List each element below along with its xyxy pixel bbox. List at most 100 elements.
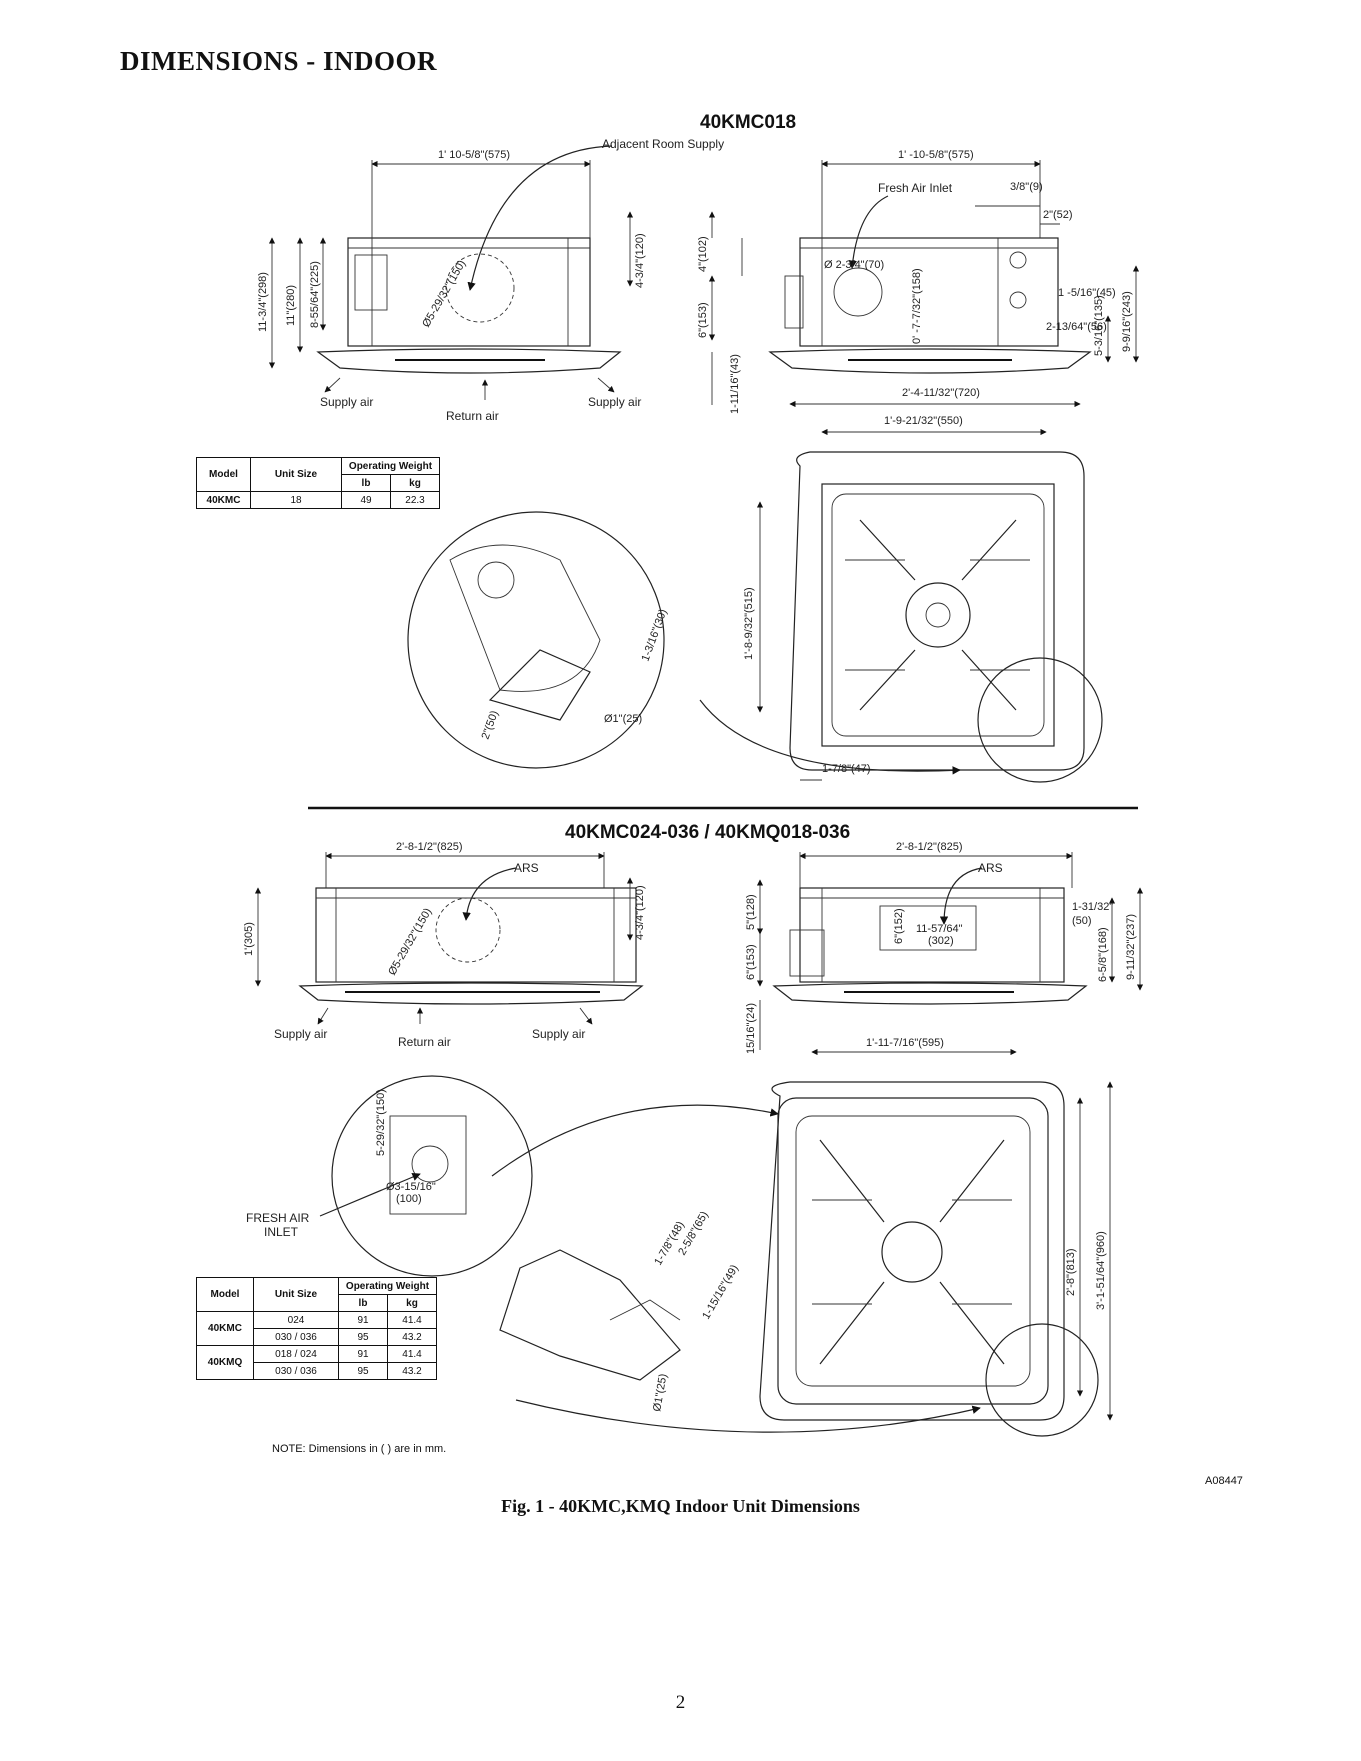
dim-height-280: 11"(280) [285, 285, 297, 326]
dim-width-825-side: 2'-8-1/2"(825) [896, 841, 963, 853]
dim-duct-diameter-024: Ø5-29/32"(150) [386, 906, 434, 977]
cell-model-40kmq: 40KMQ [196, 1345, 254, 1380]
dim-1-15-16: 1-15/16"(49) [700, 1263, 741, 1322]
plan-view-018 [407, 400, 1103, 783]
dim-5-in-128: 5"(128) [745, 894, 757, 930]
weight-table-018: Model Unit Size Operating Weight lb kg 4… [196, 457, 440, 509]
cell-lb: 95 [338, 1362, 388, 1380]
cell-model: 40KMC [196, 491, 251, 509]
cell-kg: 43.2 [387, 1328, 437, 1346]
cell-unit-size: 024 [253, 1311, 339, 1329]
section-title-40kmc024-036: 40KMC024-036 / 40KMQ018-036 [565, 822, 851, 843]
dim-11-57-64: 11-57/64" [916, 923, 963, 935]
dim-1-3-16: 1-3/16"(30) [640, 608, 670, 663]
dim-width-550: 1'-9-21/32"(550) [884, 415, 963, 427]
cell-kg: 41.4 [387, 1311, 437, 1329]
dim-50-mm: (50) [1072, 915, 1092, 927]
table-row: 40KMC 024 91 41.4 [196, 1311, 437, 1346]
section-title-40kmc018: 40KMC018 [700, 112, 797, 133]
dim-fresh-100-mm: (100) [396, 1193, 422, 1205]
th-kg: kg [387, 1294, 437, 1312]
dim-height-120: 4-3/4"(120) [634, 233, 646, 288]
label-return-air-024: Return air [398, 1035, 451, 1049]
dim-height-305: 1'(305) [243, 922, 255, 956]
th-operating-weight: Operating Weight [338, 1277, 437, 1295]
label-supply-air-right-024: Supply air [532, 1027, 585, 1041]
dimensions-note: NOTE: Dimensions in ( ) are in mm. [272, 1443, 447, 1455]
dim-6-in-152: 6"(152) [893, 908, 905, 944]
page-number: 2 [675, 1692, 686, 1713]
dim-width-595: 1'-11-7/16"(595) [866, 1037, 944, 1049]
dim-height-813: 2'-8"(813) [1065, 1248, 1077, 1296]
dimension-drawing: 1' 10-5/8"(575) Adjacent Room Supply 11-… [243, 137, 1144, 1437]
dim-width-018: 1' 10-5/8"(575) [438, 149, 510, 161]
label-supply-air-left-024: Supply air [274, 1027, 327, 1041]
page-title: DIMENSIONS - INDOOR [120, 46, 438, 76]
dim-6-in-153-side: 6"(153) [745, 944, 757, 980]
figure-caption: Fig. 1 - 40KMC,KMQ Indoor Unit Dimension… [501, 1496, 860, 1516]
dim-height-515: 1'-8-9/32"(515) [743, 587, 755, 660]
dim-302-mm: (302) [928, 935, 954, 947]
side-view-024-036 [756, 852, 1144, 1050]
cell-unit-size: 030 / 036 [253, 1362, 339, 1380]
dim-height-960: 3'-1-51/64"(960) [1095, 1231, 1107, 1310]
dim-6-5-8: 6-5/8"(168) [1097, 927, 1109, 982]
table-row: 030 / 036 95 43.2 [197, 1362, 437, 1380]
dim-width-720: 2'-4-11/32"(720) [902, 387, 980, 399]
table-row: 40KMC 18 49 22.3 [196, 491, 440, 509]
cell-lb: 91 [338, 1345, 388, 1363]
dim-2-13-64: 2-13/64"(56) [1046, 321, 1107, 333]
cell-lb: 95 [338, 1328, 388, 1346]
cell-kg: 41.4 [387, 1345, 437, 1363]
dim-1-31-32: 1-31/32" [1072, 901, 1113, 913]
label-ars-side: ARS [978, 861, 1003, 875]
front-view-024-036 [254, 852, 644, 1025]
dim-2-in-50: 2"(50) [480, 709, 501, 741]
cell-model-40kmc: 40KMC [196, 1311, 254, 1346]
plan-view-024-036 [319, 1048, 1114, 1437]
dim-6-in-153: 6"(153) [697, 302, 709, 338]
th-model: Model [196, 457, 251, 492]
label-return-air-018: Return air [446, 409, 499, 423]
th-operating-weight: Operating Weight [341, 457, 440, 475]
dim-fresh-150: 5-29/32"(150) [375, 1089, 387, 1156]
dim-height-298: 11-3/4"(298) [257, 272, 269, 332]
dim-diameter-25-024: Ø1"(25) [651, 1373, 669, 1413]
dim-fresh-diameter: Ø3-15/16" [386, 1181, 436, 1193]
cell-kg: 22.3 [390, 491, 440, 509]
dim-width-825-front: 2'-8-1/2"(825) [396, 841, 463, 853]
dim-diameter-70: Ø 2-3/4"(70) [824, 259, 884, 271]
dim-width-side-018: 1' -10-5/8"(575) [898, 149, 974, 161]
dim-9-9-16: 9-9/16"(243) [1121, 291, 1133, 352]
dim-duct-diameter-018: Ø5-29/32"(150) [420, 258, 468, 329]
cell-kg: 43.2 [387, 1362, 437, 1380]
dim-5-3-16: 5-3/16"(135) [1093, 295, 1105, 356]
dim-diameter-25-018: Ø1"(25) [604, 713, 642, 725]
dim-1-7-8: 1-7/8"(47) [822, 763, 871, 775]
th-lb: lb [338, 1294, 388, 1312]
label-adjacent-room-supply: Adjacent Room Supply [602, 137, 724, 151]
label-ars-front: ARS [514, 861, 539, 875]
table-row: 40KMQ 018 / 024 91 41.4 [196, 1345, 437, 1380]
weight-table-024-036: Model Unit Size Operating Weight lb kg 4… [196, 1277, 437, 1380]
dim-7-7-32: 0' -7-7/32"(158) [911, 268, 923, 344]
label-fresh-air-inlet-018: Fresh Air Inlet [878, 181, 953, 195]
dim-height-225: 8-55/64"(225) [309, 261, 321, 328]
th-lb: lb [341, 474, 391, 492]
th-unit-size: Unit Size [250, 457, 342, 492]
cell-unit-size: 030 / 036 [253, 1328, 339, 1346]
dim-15-16: 15/16"(24) [745, 1003, 757, 1054]
dim-height-120-024: 4-3/4"(120) [634, 885, 646, 940]
cell-unit-size: 18 [250, 491, 342, 509]
label-fresh-air: FRESH AIR [246, 1211, 310, 1225]
dim-9-11-32: 9-11/32"(237) [1125, 914, 1137, 980]
front-view-018 [268, 145, 634, 400]
label-inlet: INLET [264, 1225, 299, 1239]
figure-code: A08447 [1205, 1475, 1243, 1487]
cell-lb: 91 [338, 1311, 388, 1329]
dim-2-in-52: 2"(52) [1043, 209, 1073, 221]
dim-1-5-16: 1 -5/16"(45) [1058, 287, 1116, 299]
cell-unit-size: 018 / 024 [253, 1345, 339, 1363]
cell-lb: 49 [341, 491, 391, 509]
side-view-018 [708, 160, 1140, 405]
